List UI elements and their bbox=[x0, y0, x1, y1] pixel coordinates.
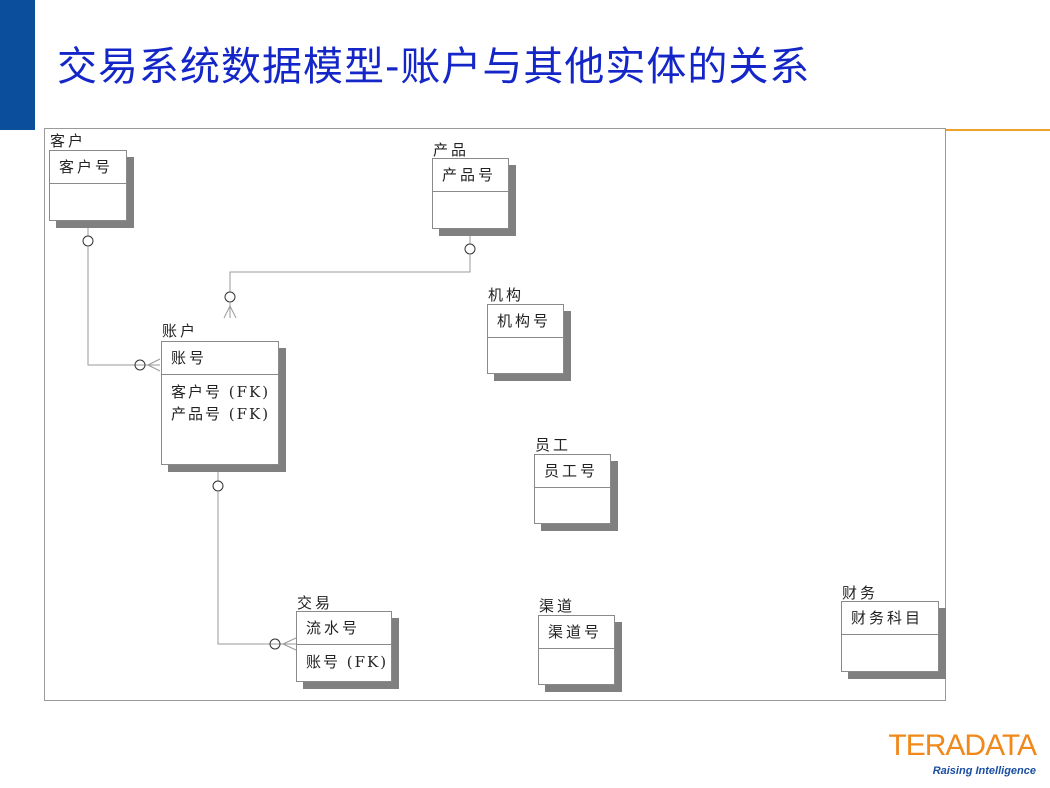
zero-optional-marker bbox=[224, 291, 236, 303]
diagram-frame bbox=[44, 128, 946, 701]
crow-foot bbox=[229, 305, 237, 319]
crow-foot bbox=[282, 637, 297, 645]
logo-name: TERADATA bbox=[888, 729, 1037, 762]
entity-finance-key: 财务科目 bbox=[842, 602, 938, 635]
slide-title: 交易系统数据模型-账户与其他实体的关系 bbox=[57, 44, 811, 90]
entity-product[interactable]: 产品号 bbox=[432, 158, 509, 229]
entity-account[interactable]: 账号 客户号 (FK) 产品号 (FK) bbox=[161, 341, 279, 465]
relationship-product-account bbox=[223, 229, 476, 319]
entity-customer-name: 客户 bbox=[50, 132, 87, 150]
attribute: 账号 (FK) bbox=[306, 653, 389, 671]
entity-finance[interactable]: 财务科目 bbox=[841, 601, 939, 672]
attribute: 客户号 (FK) bbox=[171, 383, 271, 401]
logo-tagline: Raising Intelligence bbox=[932, 765, 1036, 777]
entity-institution-key: 机构号 bbox=[488, 305, 563, 338]
entity-account-name: 账户 bbox=[162, 322, 199, 340]
entity-institution[interactable]: 机构号 bbox=[487, 304, 564, 374]
accent-line bbox=[946, 129, 1050, 131]
zero-optional-marker bbox=[82, 235, 94, 247]
entity-employee-name: 员工 bbox=[535, 436, 572, 454]
entity-channel[interactable]: 渠道号 bbox=[538, 615, 615, 685]
entity-customer[interactable]: 客户号 bbox=[49, 150, 127, 221]
crow-foot bbox=[223, 305, 231, 319]
entity-account-key: 账号 bbox=[162, 342, 278, 375]
teradata-logo: TERADATA Raising Intelligence bbox=[888, 729, 1043, 779]
entity-employee[interactable]: 员工号 bbox=[534, 454, 611, 524]
entity-transaction[interactable]: 流水号 账号 (FK) bbox=[296, 611, 392, 682]
zero-optional-marker bbox=[134, 359, 146, 371]
relationship-customer-account bbox=[82, 220, 161, 372]
entity-finance-name: 财务 bbox=[842, 584, 879, 602]
side-accent-bar bbox=[0, 0, 35, 130]
entity-institution-name: 机构 bbox=[488, 286, 525, 304]
entity-employee-key: 员工号 bbox=[535, 455, 610, 488]
entity-transaction-attributes: 账号 (FK) bbox=[297, 645, 391, 673]
entity-customer-key: 客户号 bbox=[50, 151, 126, 184]
entity-transaction-name: 交易 bbox=[297, 594, 334, 612]
relationship-account-transaction bbox=[212, 465, 297, 651]
zero-optional-marker bbox=[269, 638, 281, 650]
attribute: 产品号 (FK) bbox=[171, 405, 271, 423]
zero-optional-marker bbox=[212, 480, 224, 492]
entity-product-name: 产品 bbox=[433, 141, 470, 159]
crow-foot bbox=[282, 643, 297, 651]
entity-channel-name: 渠道 bbox=[539, 597, 576, 615]
entity-product-key: 产品号 bbox=[433, 159, 508, 192]
zero-optional-marker bbox=[464, 243, 476, 255]
entity-channel-key: 渠道号 bbox=[539, 616, 614, 649]
crow-foot bbox=[147, 364, 161, 372]
crow-foot bbox=[147, 358, 161, 366]
entity-transaction-key: 流水号 bbox=[297, 612, 391, 645]
entity-account-attributes: 客户号 (FK) 产品号 (FK) bbox=[162, 375, 278, 425]
